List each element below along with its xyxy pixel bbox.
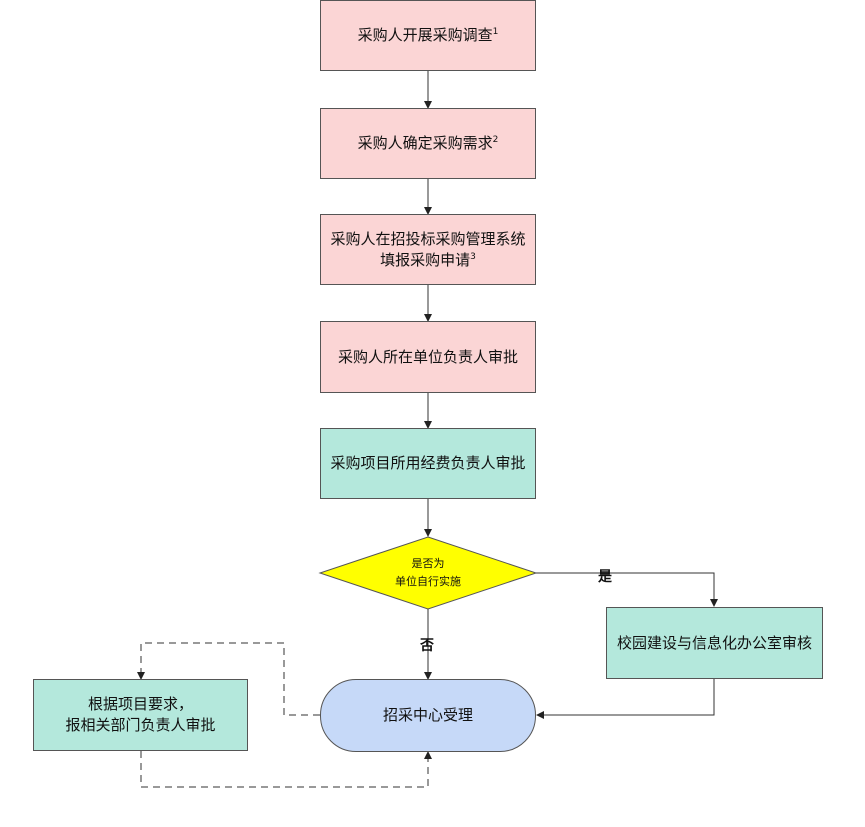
step2-note: 2: [492, 135, 499, 145]
step5-text: 采购项目所用经费负责人审批: [330, 454, 526, 472]
campus-review-text: 校园建设与信息化办公室审核: [616, 633, 812, 652]
no-label: 否: [420, 638, 434, 654]
step3-note: 3: [470, 251, 476, 262]
dashed-dept-to-center: [140, 751, 432, 788]
step3-line1: 采购人在招投标采购管理系统: [330, 229, 526, 248]
step-procurement-survey: 采购人开展采购调查1: [320, 0, 536, 71]
step-dept-head-approval: 根据项目要求， 报相关部门负责人审批: [33, 679, 248, 751]
decision-line1: 是否为: [411, 557, 445, 570]
dept-review-line1: 根据项目要求，: [87, 695, 193, 713]
step-center-acceptance: 招采中心受理: [320, 679, 536, 752]
step-submit-application: 采购人在招投标采购管理系统 填报采购申请3: [320, 214, 536, 285]
arrow-decision-yes: [536, 572, 718, 607]
center-accept-text: 招采中心受理: [382, 706, 473, 724]
step-define-requirements: 采购人确定采购需求2: [320, 108, 536, 179]
step3-line2: 填报采购申请: [380, 250, 471, 269]
yes-label: 是: [598, 569, 612, 585]
decision-line2: 单位自行实施: [395, 575, 461, 588]
dashed-center-to-dept: [137, 642, 320, 716]
step-campus-office-review: 校园建设与信息化办公室审核: [606, 607, 823, 679]
step2-text: 采购人确定采购需求: [357, 134, 493, 152]
step1-text: 采购人开展采购调查: [357, 26, 493, 44]
dept-review-line2: 报相关部门负责人审批: [65, 716, 216, 734]
decision-text: 是否为 单位自行实施: [360, 555, 496, 591]
step-fund-head-approval: 采购项目所用经费负责人审批: [320, 428, 536, 499]
step1-note: 1: [492, 27, 499, 37]
step-unit-head-approval: 采购人所在单位负责人审批: [320, 321, 536, 393]
step4-text: 采购人所在单位负责人审批: [337, 347, 518, 366]
arrow-campus-center: [536, 679, 715, 719]
